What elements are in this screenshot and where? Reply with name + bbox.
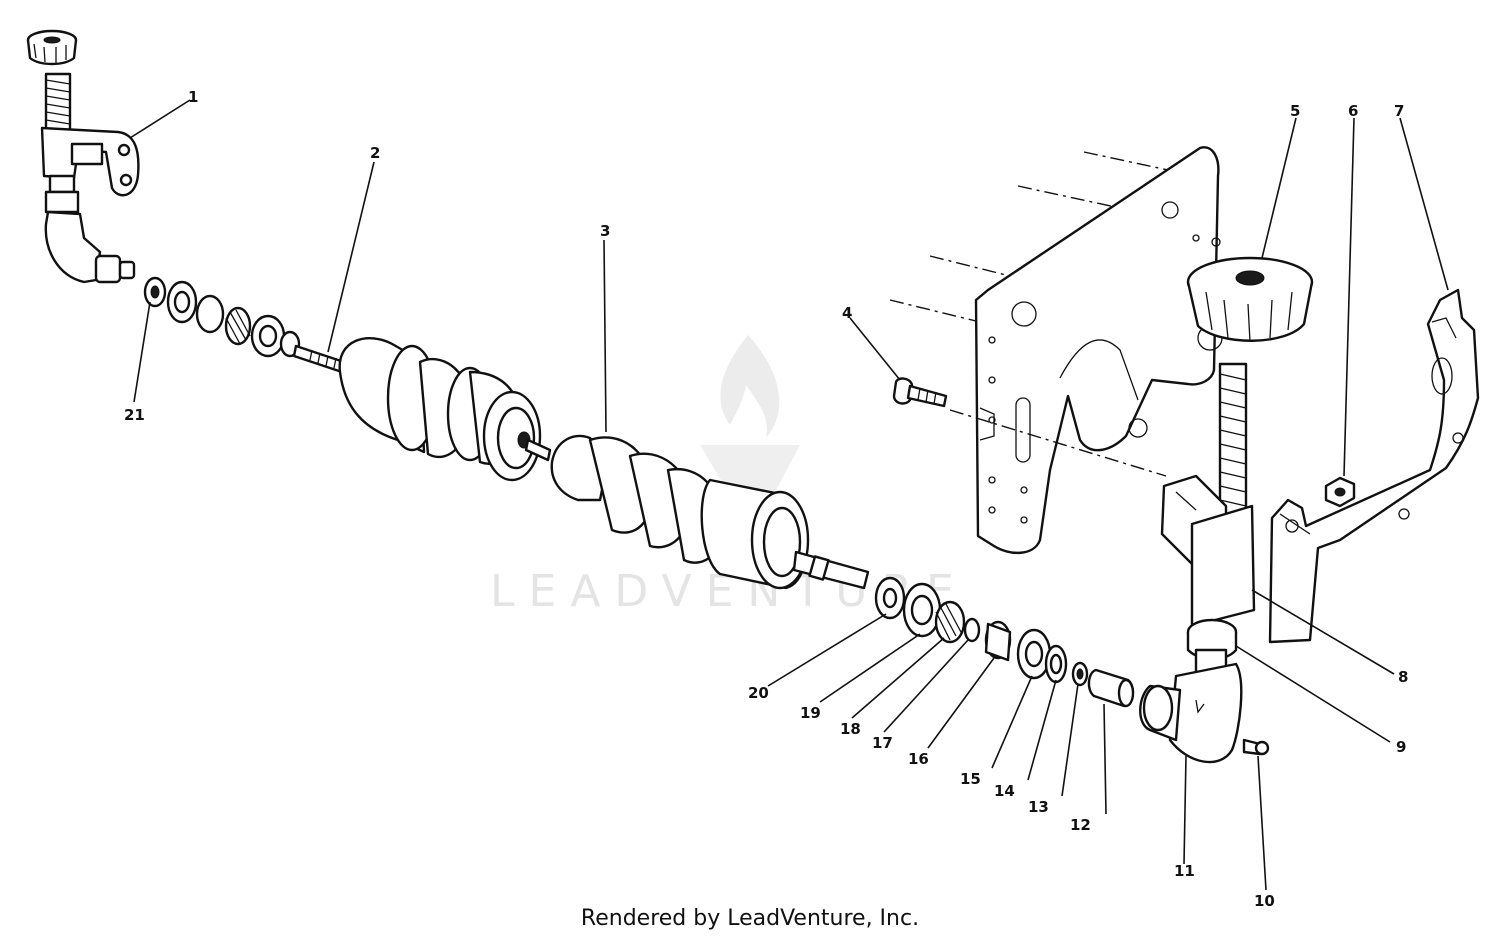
part-17-snap-ring bbox=[963, 617, 981, 643]
callout-16: 16 bbox=[908, 750, 929, 768]
part-9-jam-nut bbox=[1186, 618, 1238, 678]
callout-19: 19 bbox=[800, 704, 821, 722]
callout-8: 8 bbox=[1398, 668, 1408, 686]
callout-1: 1 bbox=[188, 88, 198, 106]
watermark-v-icon bbox=[700, 445, 800, 520]
callout-17: 17 bbox=[872, 734, 893, 752]
watermark-flame-icon bbox=[720, 335, 780, 438]
callout-9: 9 bbox=[1396, 738, 1406, 756]
part-left-adjuster-knob bbox=[26, 29, 78, 66]
callout-labels: 1 2 3 4 5 6 7 8 9 10 11 12 13 14 15 16 1… bbox=[124, 88, 1408, 910]
part-1-height-adjust-bracket bbox=[40, 72, 140, 284]
part-3-front-roller bbox=[550, 434, 870, 590]
part-4-bolt bbox=[892, 377, 948, 408]
callout-5: 5 bbox=[1290, 102, 1300, 120]
side-plate bbox=[889, 146, 1223, 554]
part-11-lower-elbow bbox=[1139, 662, 1243, 764]
callout-11: 11 bbox=[1174, 862, 1195, 880]
footer-credit: Rendered by LeadVenture, Inc. bbox=[581, 906, 919, 931]
front-bearing-stack bbox=[874, 576, 1135, 708]
callout-10: 10 bbox=[1254, 892, 1275, 910]
callout-12: 12 bbox=[1070, 816, 1091, 834]
callout-4: 4 bbox=[842, 304, 852, 322]
callout-13: 13 bbox=[1028, 798, 1049, 816]
callout-7: 7 bbox=[1394, 102, 1404, 120]
callout-14: 14 bbox=[994, 782, 1015, 800]
callout-21: 21 bbox=[124, 406, 145, 424]
callout-3: 3 bbox=[600, 222, 610, 240]
part-8-adjuster-block bbox=[1160, 474, 1256, 628]
callout-15: 15 bbox=[960, 770, 981, 788]
part-10-grease-fitting bbox=[1242, 738, 1270, 756]
callout-18: 18 bbox=[840, 720, 861, 738]
part-21-left-bearing-stack bbox=[143, 276, 346, 374]
part-6-nut bbox=[1324, 476, 1356, 508]
callout-20: 20 bbox=[748, 684, 769, 702]
callout-2: 2 bbox=[370, 144, 380, 162]
part-2-rear-roller bbox=[338, 336, 552, 482]
leader-lines bbox=[129, 99, 1449, 891]
part-18-pinion-gear bbox=[934, 600, 966, 644]
part-5-right-adjuster-knob bbox=[1186, 256, 1314, 343]
part-7-mounting-bracket bbox=[1268, 288, 1480, 644]
callout-6: 6 bbox=[1348, 102, 1358, 120]
